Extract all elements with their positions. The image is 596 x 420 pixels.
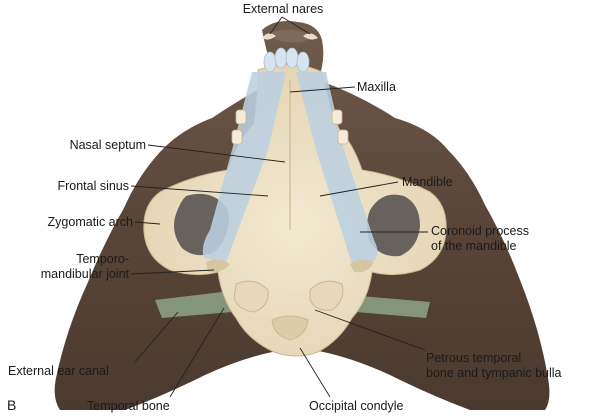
nostril-right: [303, 33, 318, 40]
label-coronoid-line2: of the mandible: [431, 239, 517, 253]
leader-lines: [130, 16, 428, 398]
label-petrous-line2: bone and tympanic bulla: [426, 366, 562, 380]
label-tmj-line1: Temporo-: [76, 252, 129, 266]
label-zygomatic-arch: Zygomatic arch: [47, 215, 133, 229]
nose-highlight: [268, 29, 312, 43]
tympanic-bulla-left: [233, 280, 269, 313]
tympanic-bulla-right: [309, 280, 344, 311]
label-tmj-line2: mandibular joint: [40, 267, 129, 281]
nostril-left: [262, 33, 276, 40]
label-nasal-septum: Nasal septum: [69, 138, 146, 152]
label-external-nares: External nares: [242, 2, 324, 16]
incisor-fan: [263, 47, 310, 73]
orbit-right: [367, 194, 420, 257]
label-frontal-sinus: Frontal sinus: [57, 179, 129, 193]
label-temporal-bone: Temporal bone: [87, 399, 170, 413]
mandible-left-ramus: [202, 72, 286, 262]
label-maxilla: Maxilla: [357, 80, 396, 94]
ear-canal-left: [155, 292, 232, 318]
foramen-magnum: [271, 315, 309, 341]
label-external-ear-canal: External ear canal: [8, 364, 109, 378]
mandible-right-ramus: [296, 72, 378, 264]
panel-letter: B: [7, 397, 17, 413]
ear-canal-right: [356, 296, 430, 318]
tmj-right: [350, 259, 374, 273]
tooth-details: [231, 109, 349, 145]
label-coronoid-line1: Coronoid process: [431, 224, 529, 238]
label-petrous-line1: Petrous temporal: [426, 351, 522, 365]
label-mandible: Mandible: [402, 175, 453, 189]
tmj-left: [206, 259, 230, 273]
label-occipital-condyle: Occipital condyle: [309, 399, 404, 413]
skull-bone: [143, 63, 447, 357]
